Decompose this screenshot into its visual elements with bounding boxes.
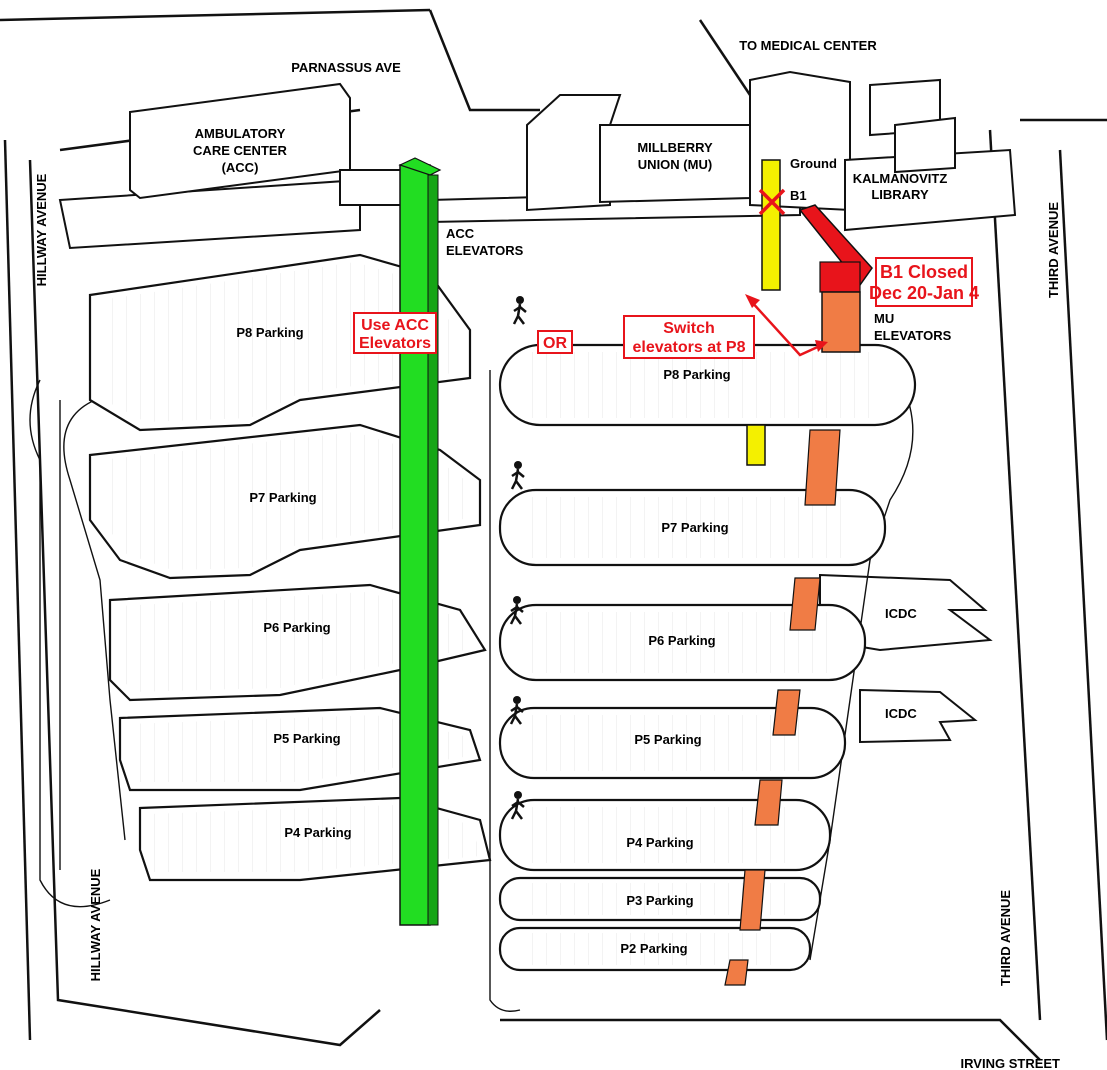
street-grid bbox=[0, 8, 1107, 1061]
switch-line2: elevators at P8 bbox=[633, 339, 746, 356]
third-top-label: THIRD AVENUE bbox=[1046, 202, 1061, 298]
library-label-1: KALMANOVITZ bbox=[853, 171, 948, 186]
use-acc-notice: Use ACC Elevators bbox=[353, 312, 437, 354]
right-deck-p8 bbox=[498, 343, 917, 427]
switch-line1: Switch bbox=[663, 320, 715, 337]
left-deck-p7 bbox=[88, 423, 482, 580]
left-p4-label: P4 Parking bbox=[284, 825, 351, 840]
b1-closed-line1: B1 Closed bbox=[880, 262, 968, 282]
library-label-2: LIBRARY bbox=[871, 187, 929, 202]
right-p3-label: P3 Parking bbox=[626, 893, 693, 908]
right-p7-label: P7 Parking bbox=[661, 520, 728, 535]
right-deck-p7 bbox=[498, 488, 887, 567]
irving-label: IRVING STREET bbox=[961, 1056, 1061, 1070]
or-label: OR bbox=[543, 335, 567, 352]
left-parking-stack: P8 Parking P7 Parking P6 Parking P5 Park… bbox=[29, 253, 492, 908]
parnassus-label: PARNASSUS AVE bbox=[291, 60, 401, 75]
acc-building: AMBULATORY CARE CENTER (ACC) bbox=[58, 82, 411, 250]
right-deck-p4 bbox=[498, 798, 832, 872]
mu-elevators-label-2: ELEVATORS bbox=[874, 328, 952, 343]
b1-closed-notice: B1 Closed Dec 20-Jan 4 bbox=[869, 257, 979, 307]
right-deck-p5 bbox=[498, 706, 847, 780]
right-deck-p6 bbox=[498, 603, 867, 682]
left-deck-p6 bbox=[108, 583, 487, 702]
mu-elevators-label-1: MU bbox=[874, 311, 894, 326]
pedestrian-icons bbox=[509, 296, 527, 820]
mu-label-1: MILLBERRY bbox=[637, 140, 713, 155]
left-p7-label: P7 Parking bbox=[249, 490, 316, 505]
hillway-top-label: HILLWAY AVENUE bbox=[34, 173, 49, 286]
right-p2-label: P2 Parking bbox=[620, 941, 687, 956]
icdc-lower-label: ICDC bbox=[885, 706, 917, 721]
third-bottom-label: THIRD AVENUE bbox=[998, 890, 1013, 986]
left-p6-label: P6 Parking bbox=[263, 620, 330, 635]
left-p8-label: P8 Parking bbox=[236, 325, 303, 340]
use-acc-line1: Use ACC bbox=[361, 317, 429, 334]
switch-arrow bbox=[745, 294, 828, 357]
right-p5-label: P5 Parking bbox=[634, 732, 701, 747]
library-building: KALMANOVITZ LIBRARY bbox=[844, 78, 1017, 232]
use-acc-line2: Elevators bbox=[359, 335, 431, 352]
right-parking-stack: P8 Parking P7 Parking P6 Parking P5 Park… bbox=[489, 343, 917, 1012]
or-notice: OR bbox=[537, 330, 573, 354]
acc-label-3: (ACC) bbox=[222, 160, 259, 175]
right-p4-label: P4 Parking bbox=[626, 835, 693, 850]
right-p6-label: P6 Parking bbox=[648, 633, 715, 648]
acc-elevators-label-1: ACC bbox=[446, 226, 475, 241]
to-medical-label: TO MEDICAL CENTER bbox=[739, 38, 877, 53]
mu-label-2: UNION (MU) bbox=[638, 157, 712, 172]
acc-label-1: AMBULATORY bbox=[195, 126, 286, 141]
acc-label-2: CARE CENTER bbox=[193, 143, 288, 158]
acc-elevators-label-2: ELEVATORS bbox=[446, 243, 524, 258]
acc-elevator-shaft: ACC ELEVATORS bbox=[398, 157, 524, 926]
right-p8-label: P8 Parking bbox=[663, 367, 730, 382]
ground-label: Ground bbox=[790, 156, 837, 171]
left-deck-p8 bbox=[88, 253, 472, 432]
icdc-upper-label: ICDC bbox=[885, 606, 917, 621]
left-deck-p5 bbox=[118, 706, 482, 792]
icdc-lower: ICDC bbox=[859, 688, 978, 744]
mu-elevator-shaft: MU ELEVATORS bbox=[724, 291, 952, 986]
mu-building: MILLBERRY UNION (MU) bbox=[429, 70, 851, 224]
mu-upper-shaft: Ground B1 bbox=[746, 156, 837, 466]
hillway-bottom-label: HILLWAY AVENUE bbox=[88, 868, 103, 981]
b1-closed-line2: Dec 20-Jan 4 bbox=[869, 283, 979, 303]
left-p5-label: P5 Parking bbox=[273, 731, 340, 746]
b1-label: B1 bbox=[790, 188, 807, 203]
switch-elevators-notice: Switch elevators at P8 bbox=[623, 315, 755, 359]
